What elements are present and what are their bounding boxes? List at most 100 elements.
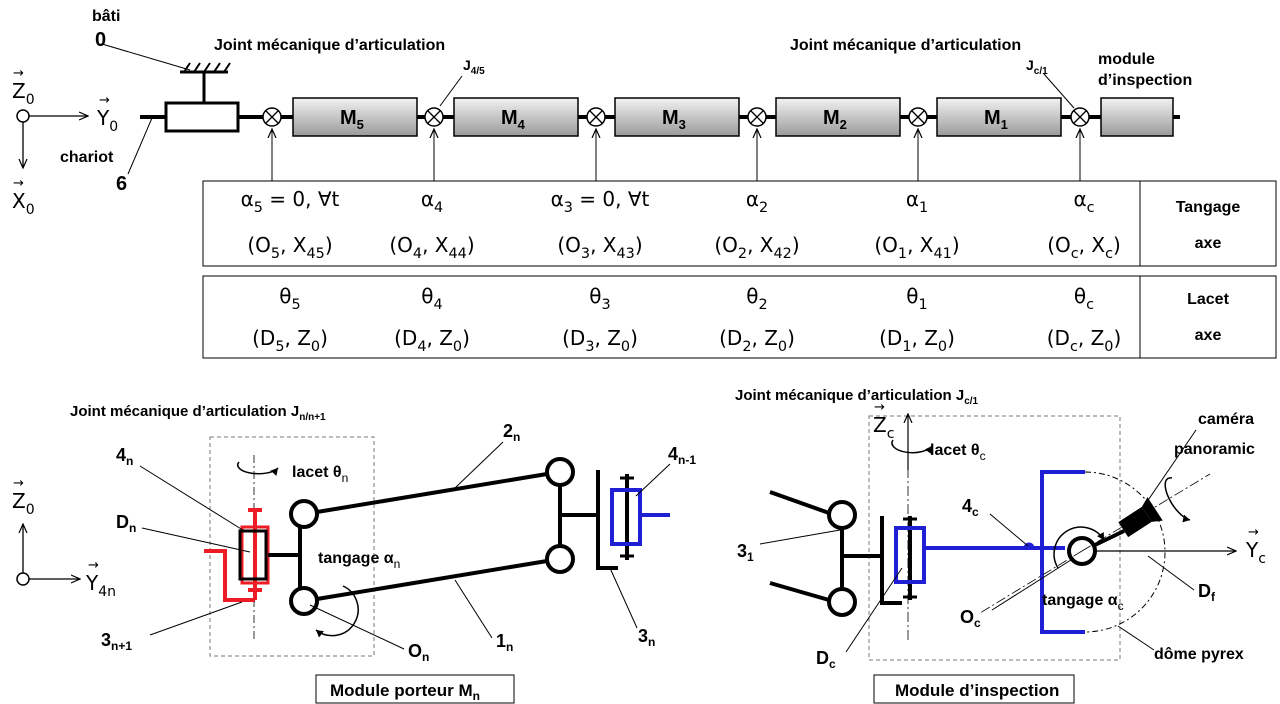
frame-top (16, 109, 88, 168)
lacet-angle: θ5 (279, 284, 300, 313)
lacet-table: Lacet axe (202, 275, 1277, 359)
lacet-axis: (D5, Z0) (252, 326, 328, 355)
dome-arc (1084, 471, 1166, 633)
lacet-angle: θ2 (746, 284, 767, 313)
frame-x0-label: X0 (12, 189, 35, 218)
module-m1 (936, 97, 1062, 137)
carrier-module-diagram: Joint mécanique d’articulation Jn/n+1 Z0… (12, 403, 696, 704)
dome-label: dôme pyrex (1154, 646, 1244, 663)
pivot-31-upper (827, 500, 857, 530)
label-df: Df (1198, 581, 1216, 604)
joint-right-title: Joint mécanique d’articulation (790, 37, 1021, 54)
module-inspection-block (1100, 97, 1174, 137)
lacet-axis: (D4, Z0) (394, 326, 470, 355)
inspection-lacet-arrow (891, 439, 933, 455)
pivot-lower-right (545, 544, 575, 574)
tangage-angle: α5 = 0, ∀t (241, 187, 340, 216)
vec-arrow-glyph: → (874, 400, 885, 415)
link-1n (316, 559, 548, 601)
pivot-upper-right (545, 457, 575, 487)
vec-arrow-glyph: → (13, 66, 24, 81)
chariot-label: chariot (60, 149, 114, 166)
label-2n: 2n (503, 421, 520, 444)
label-oc: Oc (960, 607, 981, 630)
lacet-axis: (D1, Z0) (879, 326, 955, 355)
module-m5 (292, 97, 418, 137)
lacet-rotation-arrow (237, 461, 279, 476)
df-rotation-arrow (1164, 477, 1191, 523)
inspection-module-label-2: d’inspection (1098, 72, 1192, 89)
part-4n-cylinder (238, 529, 268, 581)
inspection-joint-region (868, 415, 1121, 661)
inspection-frame-zc: Zc (873, 413, 894, 442)
camera-label-1: caméra (1198, 411, 1254, 428)
frame-origin (16, 109, 30, 123)
tangage-axis: (O4, X44) (389, 233, 474, 262)
carrier-tangage-label: tangage αn (318, 550, 400, 571)
lacet-angle: θ1 (906, 284, 927, 313)
lacet-angle: θ4 (421, 284, 442, 313)
module-m5-label: M5 (340, 107, 364, 132)
chariot-leader (127, 117, 153, 175)
inspection-module-diagram: Joint mécanique d’articulation Jc/1 Zc →… (735, 387, 1266, 704)
part-4c-blue (894, 470, 1085, 634)
carrier-lacet-label: lacet θn (292, 464, 348, 485)
vec-arrow-glyph: → (1248, 525, 1259, 540)
label-4n: 4n (116, 445, 133, 468)
tangage-angle: α4 (421, 187, 443, 216)
tangage-angle: α3 = 0, ∀t (551, 187, 650, 216)
label-on: On (408, 641, 429, 664)
tangage-table: Tangage axe (202, 180, 1277, 267)
module-m2-label: M2 (823, 107, 847, 132)
pivot-31-lower (827, 587, 857, 617)
joint-left-id: J4/5 (463, 57, 485, 77)
carrier-joint-region (209, 436, 375, 657)
joint-symbols (262, 107, 1090, 127)
lacet-angle: θ3 (589, 284, 610, 313)
carrier-caption: Module porteur Mn (330, 681, 480, 703)
tangage-axis: (O1, X41) (874, 233, 959, 262)
tangage-angle: α1 (906, 187, 928, 216)
tangage-axe-label: axe (1195, 235, 1222, 252)
tangage-angle: αc (1073, 187, 1094, 216)
tangage-rotation-arrow (315, 585, 359, 638)
vec-arrow-glyph: → (99, 93, 110, 108)
inspection-lacet-label: lacet θc (930, 442, 986, 463)
module-m1-label: M1 (984, 107, 1008, 132)
inspection-title: Joint mécanique d’articulation Jc/1 (735, 387, 979, 407)
inspection-caption: Module d’inspection (895, 681, 1059, 700)
joint-symbol (586, 107, 606, 127)
joint-left-title: Joint mécanique d’articulation (214, 37, 445, 54)
label-31: 31 (737, 541, 754, 564)
lacet-axis: (D2, Z0) (719, 326, 795, 355)
inspection-module-label-1: module (1098, 51, 1155, 68)
carrier-frame-z0: Z0 (12, 489, 35, 518)
bati-ground-symbol (180, 62, 231, 103)
lacet-row-label: Lacet (1187, 291, 1229, 308)
carrier-frame-y4n: Y4n (85, 571, 116, 600)
joint-symbol (908, 107, 928, 127)
label-dc: Dc (816, 648, 836, 671)
label-3n1: 3n+1 (101, 630, 132, 653)
inspection-tangage-label: tangage αc (1042, 592, 1124, 613)
module-m2 (775, 97, 901, 137)
part-3n1-red (204, 508, 270, 602)
vec-arrow-glyph: → (13, 476, 24, 491)
label-1n: 1n (496, 631, 513, 654)
tangage-axis: (Oc, Xc) (1047, 233, 1121, 262)
label-4n1: 4n-1 (668, 444, 696, 467)
pivot-on (289, 586, 319, 616)
tangage-axis: (O3, X43) (557, 233, 642, 262)
label-4c: 4c (962, 496, 979, 519)
lacet-axis: (Dc, Z0) (1047, 326, 1122, 355)
label-dn: Dn (116, 512, 136, 535)
joint-symbol (262, 107, 282, 127)
frame-z0-label: Z0 (12, 79, 35, 108)
vec-arrow-glyph: → (13, 176, 24, 191)
label-3n: 3n (638, 626, 655, 649)
frame-y0-label: Y0 (96, 106, 118, 135)
joint-symbol (747, 107, 767, 127)
module-m4-label: M4 (501, 107, 526, 132)
